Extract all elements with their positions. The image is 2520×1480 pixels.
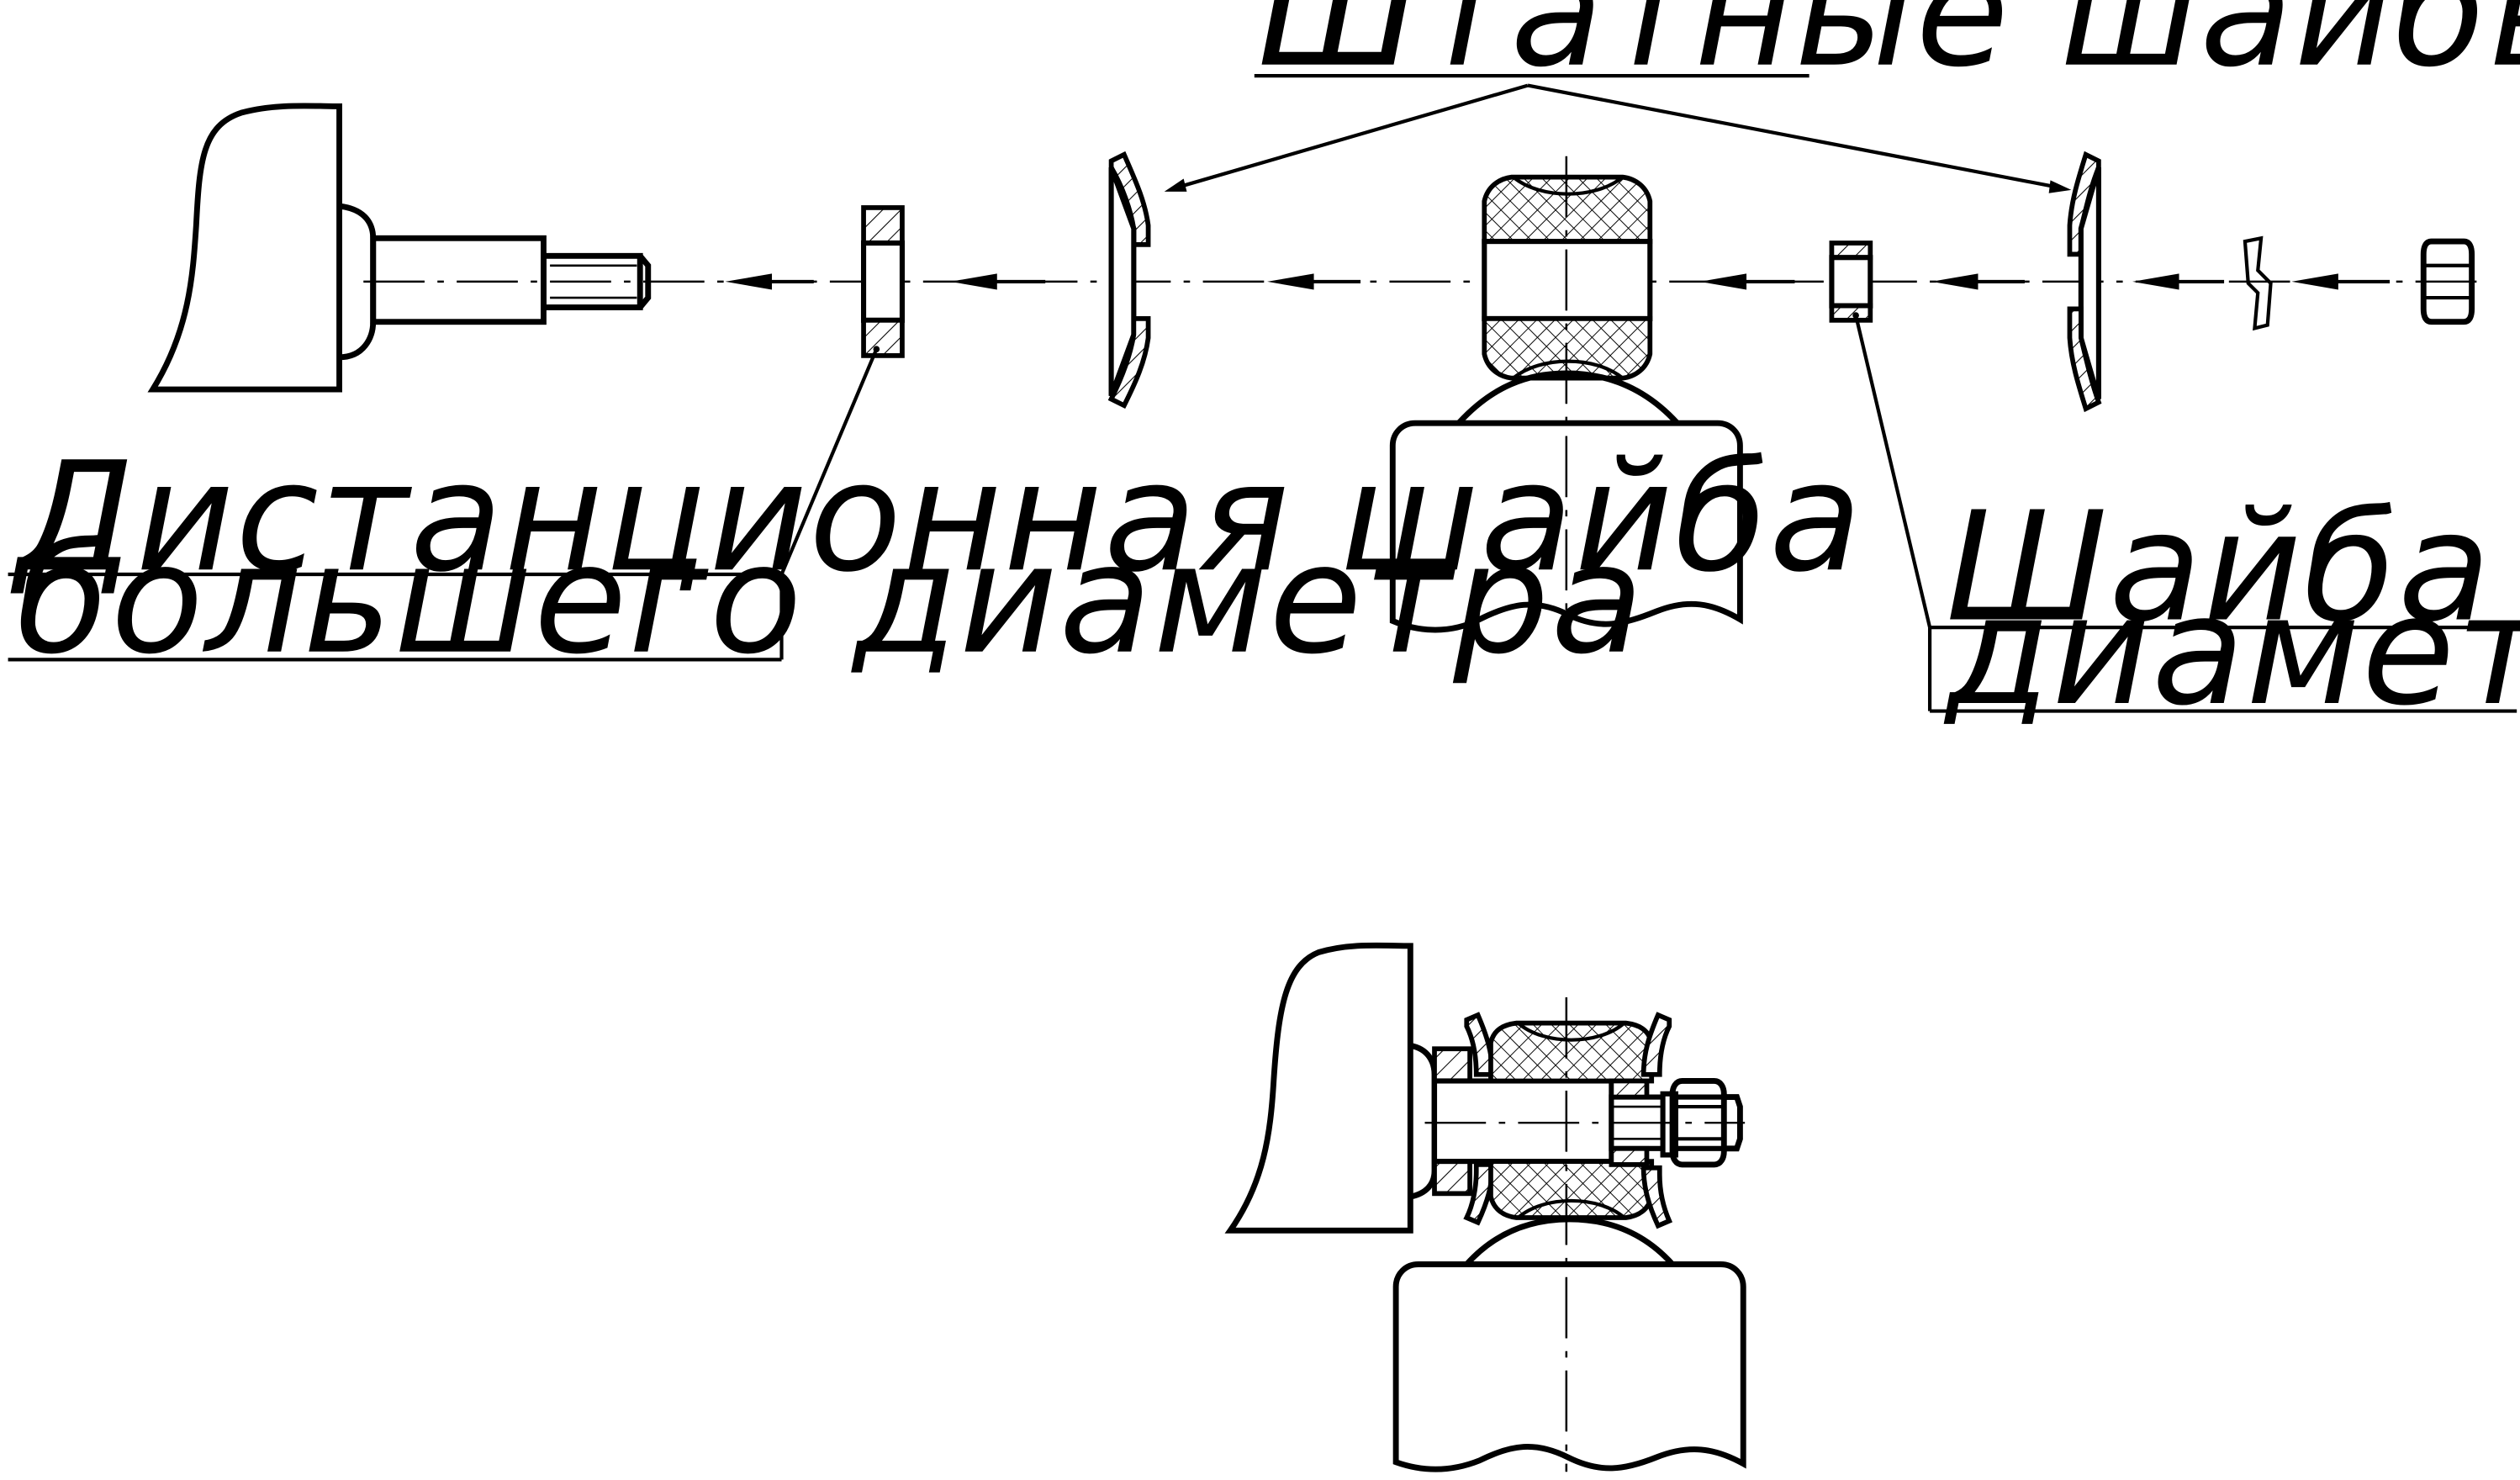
- label-standard-washers: Штатные шайбы: [1258, 0, 2520, 101]
- label-smaller-washer-line2: диаметра: [1943, 563, 2520, 739]
- stud-shaft: [370, 235, 652, 325]
- rubber-bushing: [1482, 156, 1653, 628]
- label-spacer-washer-line1: Дистанционная шайба: [10, 430, 1863, 605]
- standard-washer-right: [2067, 151, 2102, 413]
- spacer-washer-large: [860, 205, 906, 358]
- assembly-arrows: [725, 273, 2391, 290]
- lock-washer: [2243, 235, 2273, 331]
- label-smaller-washer-line1: Шайба меньшего: [1946, 480, 2520, 656]
- assembled-bushing: [1488, 1020, 1655, 1084]
- label-spacer-washer-line2: большего диаметра: [16, 512, 1645, 688]
- standard-washer-left: [1107, 151, 1151, 410]
- support-body: [1389, 370, 1743, 633]
- hex-nut: [2420, 238, 2475, 325]
- exploded-view: Штатные шайбы Дистанционная шайба больше…: [8, 0, 2520, 739]
- assembled-spacer-washer: [1432, 1046, 1472, 1084]
- smaller-washer: [1829, 240, 1873, 323]
- assembled-shaft: [1431, 1078, 1614, 1165]
- assembled-support: [1464, 1216, 1675, 1266]
- leader-lines: [8, 74, 2517, 713]
- assembled-view: [1224, 942, 1746, 1472]
- assembled-mounting-body: [1224, 942, 1413, 1234]
- mounting-body: [147, 103, 377, 393]
- assembled-hex-nut: [1669, 1078, 1727, 1168]
